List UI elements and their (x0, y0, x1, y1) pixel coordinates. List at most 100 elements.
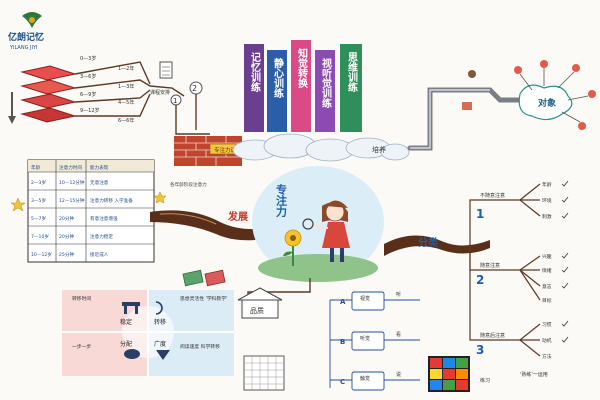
svg-text:B: B (340, 338, 345, 346)
class-group-1: 随意注意 (480, 262, 500, 269)
object-icons (462, 60, 596, 130)
class-leaf-7: 习惯 (542, 321, 552, 328)
quality-quadrants (62, 290, 234, 376)
step-marker-2: 2 (189, 81, 203, 95)
age-step-2: 4—5年 (118, 99, 134, 106)
banner-label-memory: 记忆训练 (249, 52, 261, 93)
table-cell-r0c2: 无意注意 (90, 179, 109, 186)
cloud-band (232, 133, 410, 162)
age-range-labels: 0—3岁 3—6岁 6—9岁 9—12岁 1—2年 1—3年 4—5年 6—6年 (80, 55, 134, 124)
quality-notes: 转移时间 一步一步 思想灵活性 '学科教学' 阅读速度 科学转移 (72, 295, 227, 350)
class-leaf-8: 动机 (542, 337, 552, 344)
table-cell-r1c2: 注意力转移 入学准备 (90, 197, 133, 204)
classification-checkmarks (561, 180, 569, 343)
table-cell-r4c2: 接近成人 (90, 251, 109, 258)
table-cell-r3c1: 20分钟 (59, 233, 74, 240)
class-leaf-3: 兴趣 (542, 253, 552, 260)
development-table (27, 159, 155, 263)
table-header-ability: 能力表现 (90, 164, 109, 171)
quality-note-tr: 思想灵活性 '学科教学' (180, 295, 227, 302)
svg-text:1: 1 (476, 207, 484, 221)
star-icon-right (153, 191, 167, 204)
svg-text:C: C (340, 378, 345, 386)
table-cell-r1c0: 3—5岁 (31, 197, 46, 204)
age-step-1: 1—3年 (118, 83, 134, 90)
table-cell-r4c1: 25分钟 (59, 251, 74, 258)
logo-text: 亿朗记忆 (8, 31, 44, 43)
class-leaf-1: 环境 (542, 197, 552, 204)
classification-leaf-labels: 年龄 环境 刺激 兴趣 情绪 意志 目标 习惯 动机 方法 (542, 181, 552, 360)
banner-label-audiovisual: 视听觉训练 (320, 57, 332, 109)
center-illustration (252, 166, 384, 282)
table-cell-r4c0: 10—12岁 (31, 251, 52, 258)
age-step-0: 1—2年 (118, 65, 134, 72)
quality-label-stable: 稳定 (120, 318, 132, 326)
classification-group-labels: 不随意注意 随意注意 随意后注意 (480, 192, 505, 339)
quality-label-allocate: 分配 (120, 340, 132, 348)
girl-figure (302, 200, 350, 262)
svg-text:2: 2 (476, 273, 484, 287)
class-group-0: 不随意注意 (480, 192, 505, 199)
banner-memory (244, 44, 264, 132)
svg-text:3: 3 (476, 343, 484, 357)
classification-label: 分类 (418, 236, 438, 249)
rubiks-cube-icon (428, 356, 470, 392)
table-cell-r0c1: 10—12分钟 (59, 179, 85, 186)
classification-leaf-10: 练习 (480, 377, 490, 384)
class-leaf-6: 目标 (542, 297, 552, 304)
banner-audiovisual (315, 50, 335, 132)
development-branch (150, 210, 270, 241)
banner-label-thinking: 思维训练 (346, 52, 358, 93)
table-cell-r0c0: 2—3岁 (31, 179, 46, 186)
class-leaf-5: 意志 (542, 283, 552, 290)
clipboard-icon (159, 61, 173, 79)
quality-label: 品质 (250, 306, 264, 315)
quality-books-icon (182, 269, 226, 287)
quality-house: 品质 (237, 287, 283, 319)
quality-note-br: 阅读速度 科学转移 (180, 343, 220, 350)
banner-thinking (340, 44, 362, 132)
pipe-highlight (410, 89, 490, 149)
course-plan-label: 课程安排 (150, 89, 170, 96)
abc-boxes (351, 291, 385, 391)
abc-markers: A B C (340, 298, 346, 386)
svg-text:2: 2 (192, 84, 197, 93)
quality-quadrant-icons (122, 301, 170, 360)
table-cell-r2c1: 20分钟 (59, 215, 74, 222)
training-label: 专注力训练 (214, 146, 242, 154)
classification-tree-lines (469, 183, 541, 357)
table-cell-r2c2: 有意注意增强 (90, 215, 118, 222)
table-cell-r1c1: 12—15分钟 (59, 197, 85, 204)
logo-subtext: YILANG JIYI (9, 45, 38, 51)
center-title-text: 专注力 (275, 183, 288, 218)
classification-branch (384, 235, 490, 256)
table-text: 年龄 注意力时间 能力表现 2—3岁 10—12分钟 无意注意 3—5岁 12—… (31, 164, 133, 258)
classification-numbers: 1 2 3 (476, 207, 484, 357)
abc-label-1: 听觉 (360, 335, 370, 342)
abc-lines (329, 299, 420, 388)
banner-calm (267, 50, 287, 132)
logo: 亿朗记忆 YILANG JIYI (8, 12, 44, 51)
table-cell-r3c0: 7—10岁 (31, 233, 49, 240)
abc-label-2: 触觉 (360, 375, 370, 382)
class-leaf-2: 刺激 (542, 213, 552, 220)
age-range-0: 0—3岁 (80, 55, 96, 62)
class-group-2: 随意后注意 (480, 332, 505, 339)
development-branch-highlight (159, 213, 217, 225)
svg-text:1: 1 (173, 97, 177, 105)
brick-wall: 专注力训练 (174, 136, 255, 166)
banner-labels: 记忆训练 静心训练 知觉转换 视听觉训练 思维训练 (249, 47, 358, 109)
connector-1 (175, 105, 210, 135)
center-title: 专注力 (275, 183, 288, 218)
table-cell-r3c2: 注意力稳定 (90, 233, 113, 240)
object-node: 对象 (518, 84, 573, 121)
star-icon (10, 197, 26, 212)
development-label: 发展 (227, 210, 248, 223)
quality-label-transfer: 转移 (154, 318, 166, 326)
abc-item-0: 听 (396, 291, 401, 298)
class-leaf-0: 年龄 (542, 181, 552, 188)
abc-label-0: 视觉 (360, 295, 370, 302)
table-header-time: 注意力时间 (59, 164, 82, 171)
